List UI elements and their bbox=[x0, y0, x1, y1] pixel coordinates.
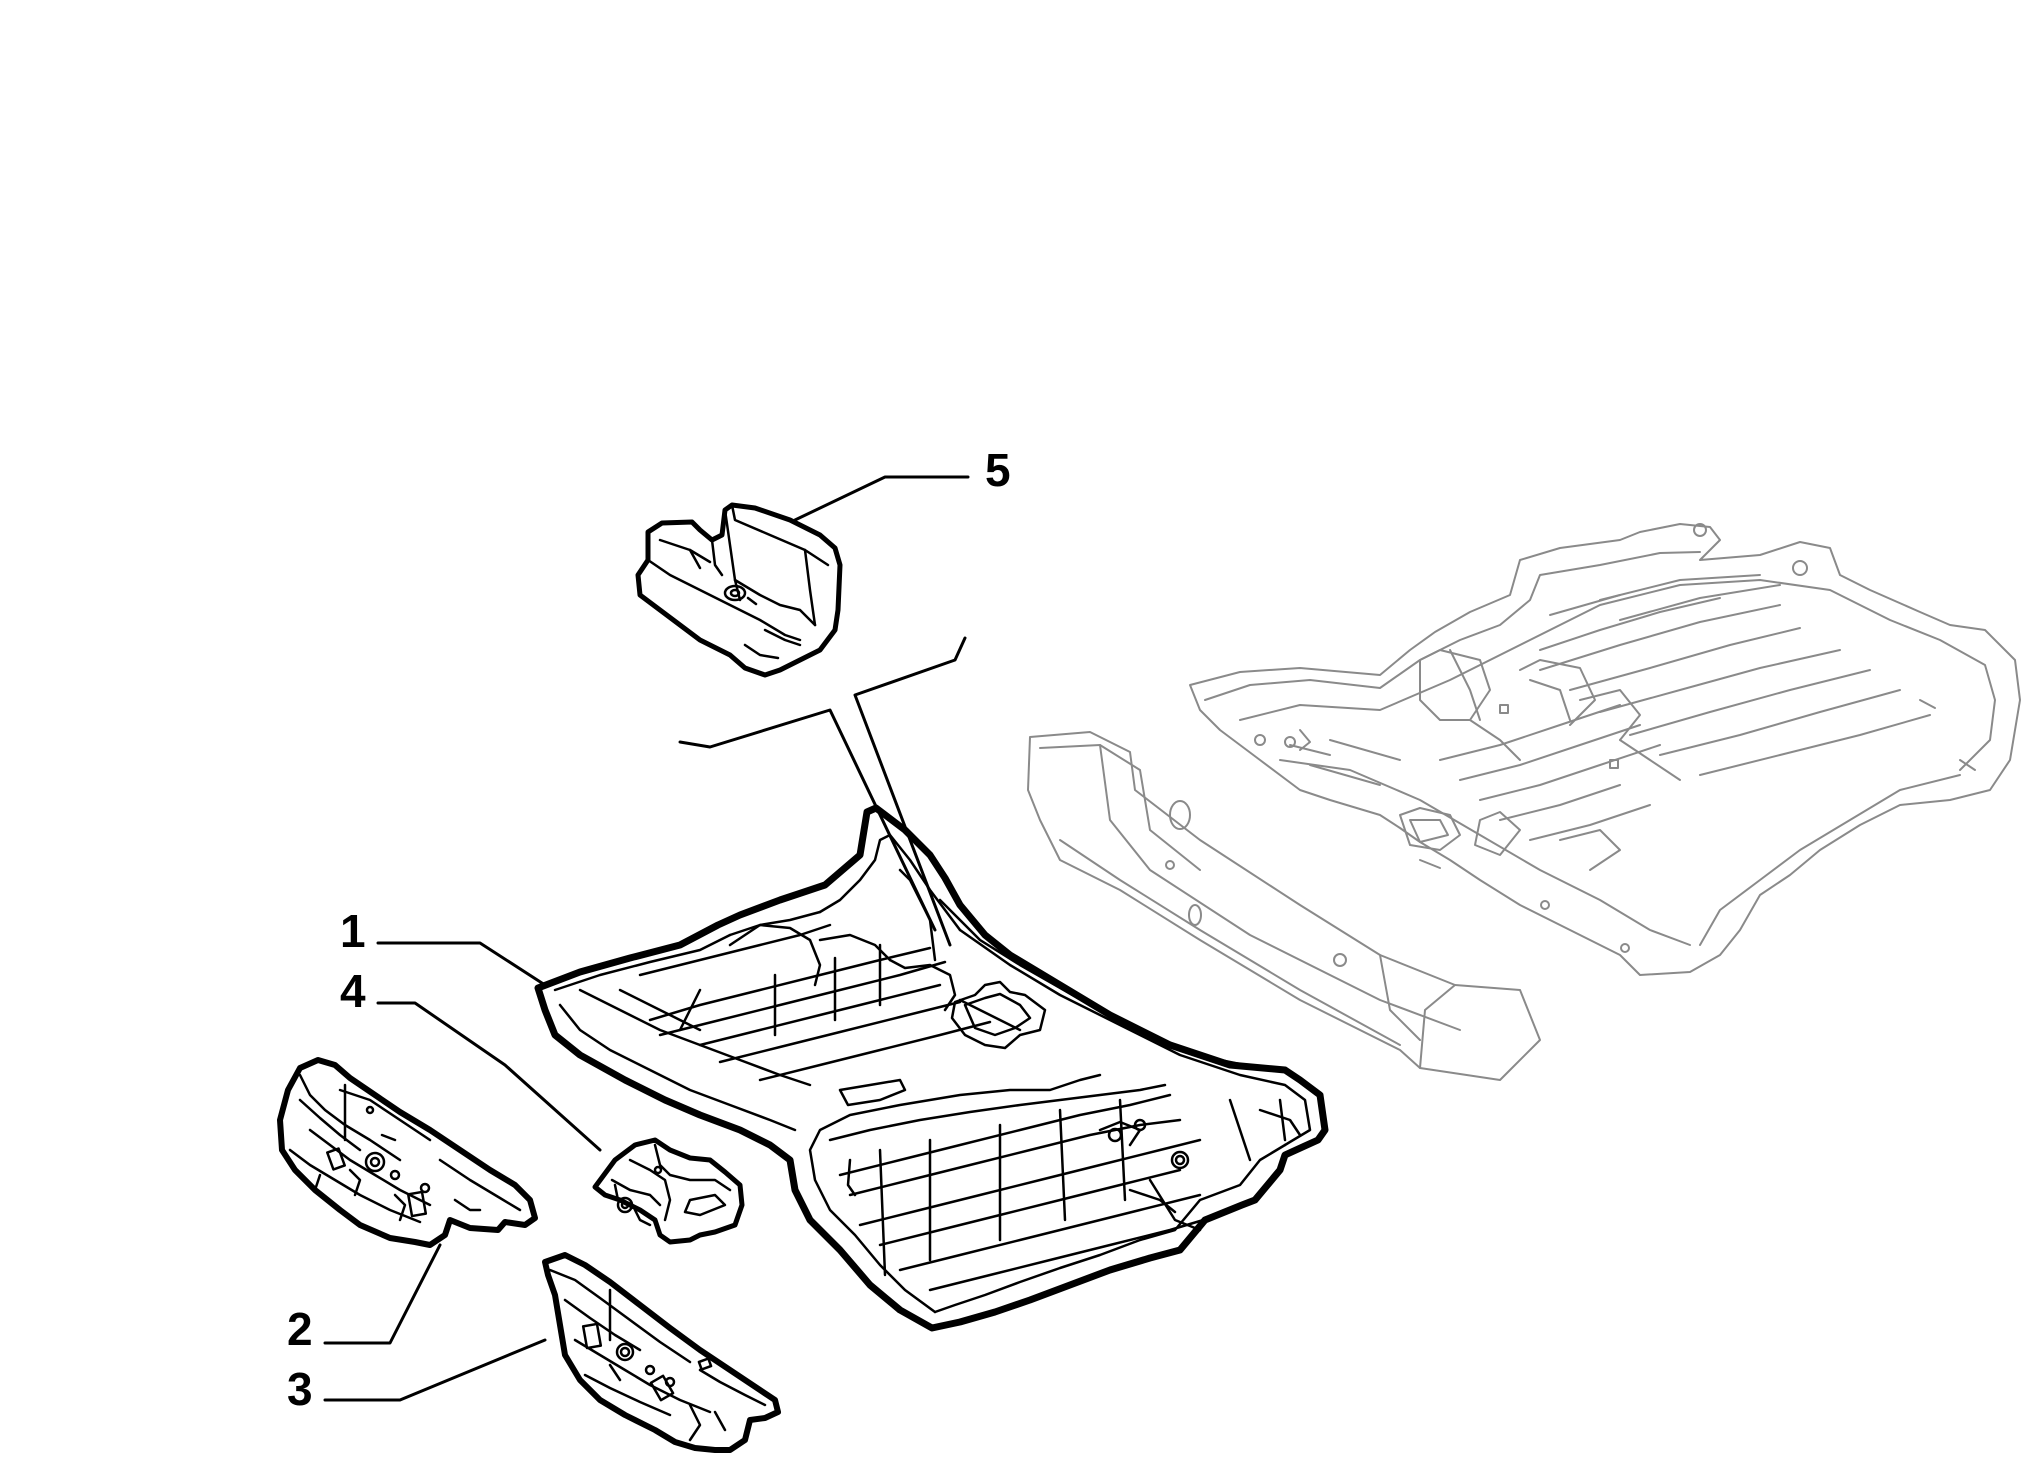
callout-label-5: 5 bbox=[985, 444, 1011, 496]
leader-line-2 bbox=[323, 1243, 442, 1345]
bracket-part bbox=[592, 1137, 745, 1245]
callout-label-3: 3 bbox=[287, 1363, 313, 1415]
seat-support-bracket-part bbox=[635, 502, 843, 678]
pointer-line-b bbox=[853, 636, 967, 947]
pointer-line-a bbox=[678, 708, 937, 932]
floor-panel-part bbox=[534, 804, 1329, 1332]
right-crossmember-part bbox=[542, 1252, 781, 1453]
reference-body-outline bbox=[1027, 523, 2021, 1081]
leader-line-5 bbox=[793, 475, 970, 522]
callout-label-2: 2 bbox=[287, 1303, 313, 1355]
callout-label-1: 1 bbox=[340, 905, 366, 957]
leader-line-1 bbox=[376, 941, 547, 987]
left-crossmember-part bbox=[277, 1057, 538, 1248]
leader-lines bbox=[323, 475, 970, 1402]
leader-line-4 bbox=[376, 1001, 602, 1152]
leader-line-3 bbox=[323, 1338, 547, 1402]
callout-label-4: 4 bbox=[340, 965, 366, 1017]
